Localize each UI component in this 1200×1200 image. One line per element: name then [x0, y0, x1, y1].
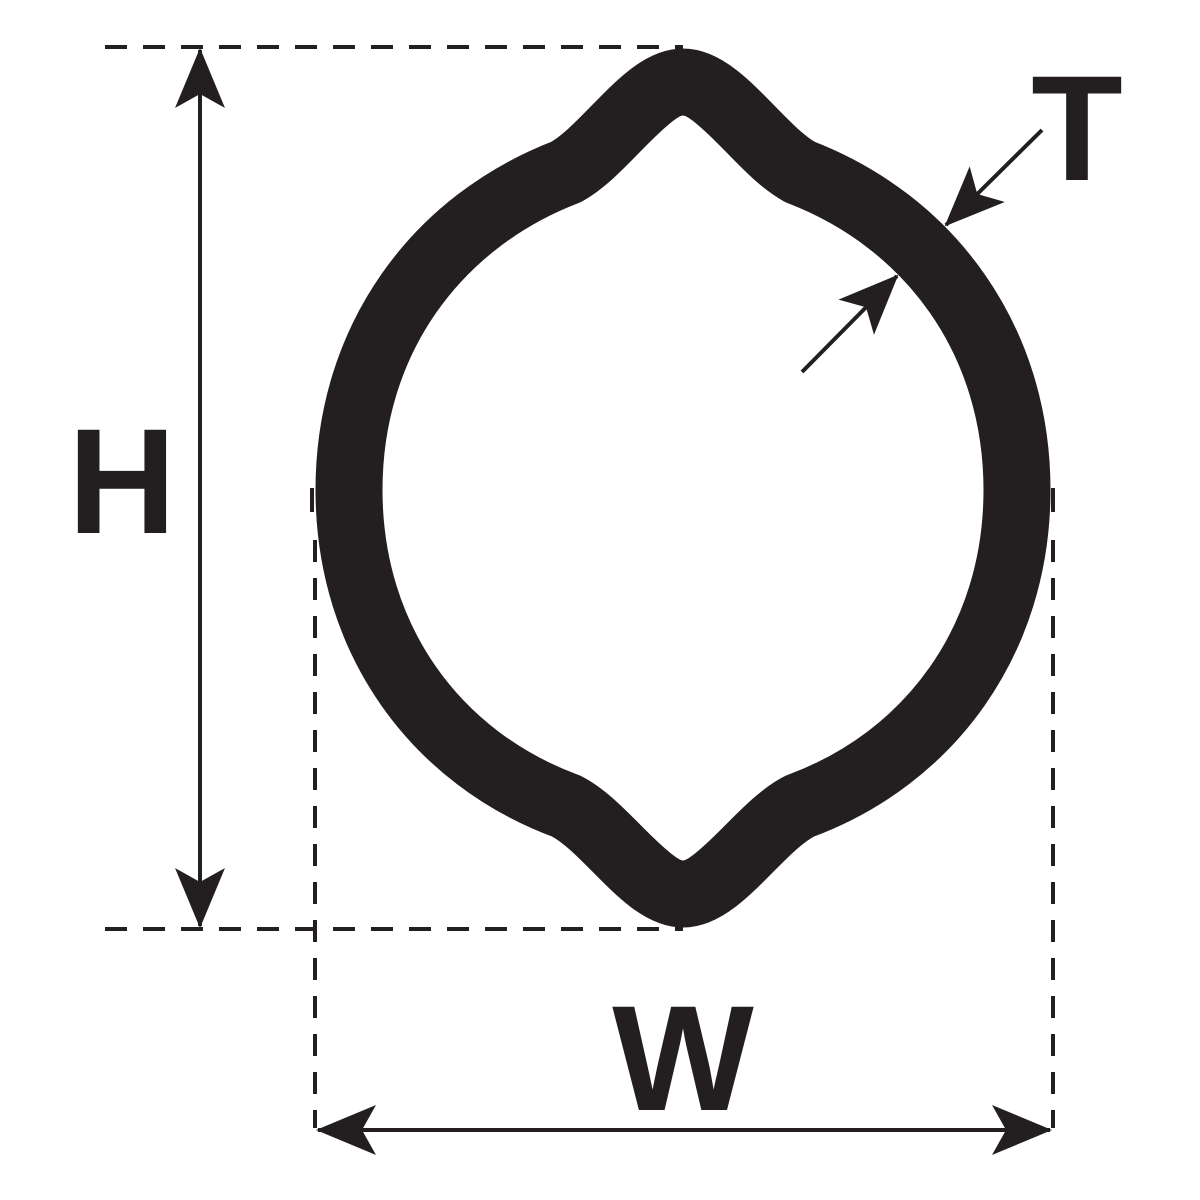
width-label: W [612, 974, 754, 1142]
tube-profile [315, 48, 1051, 928]
thickness-label: T [1031, 44, 1123, 212]
thickness-dimension-arrows [800, 128, 1044, 374]
extension-lines [105, 45, 1055, 1128]
height-label: H [68, 397, 176, 565]
